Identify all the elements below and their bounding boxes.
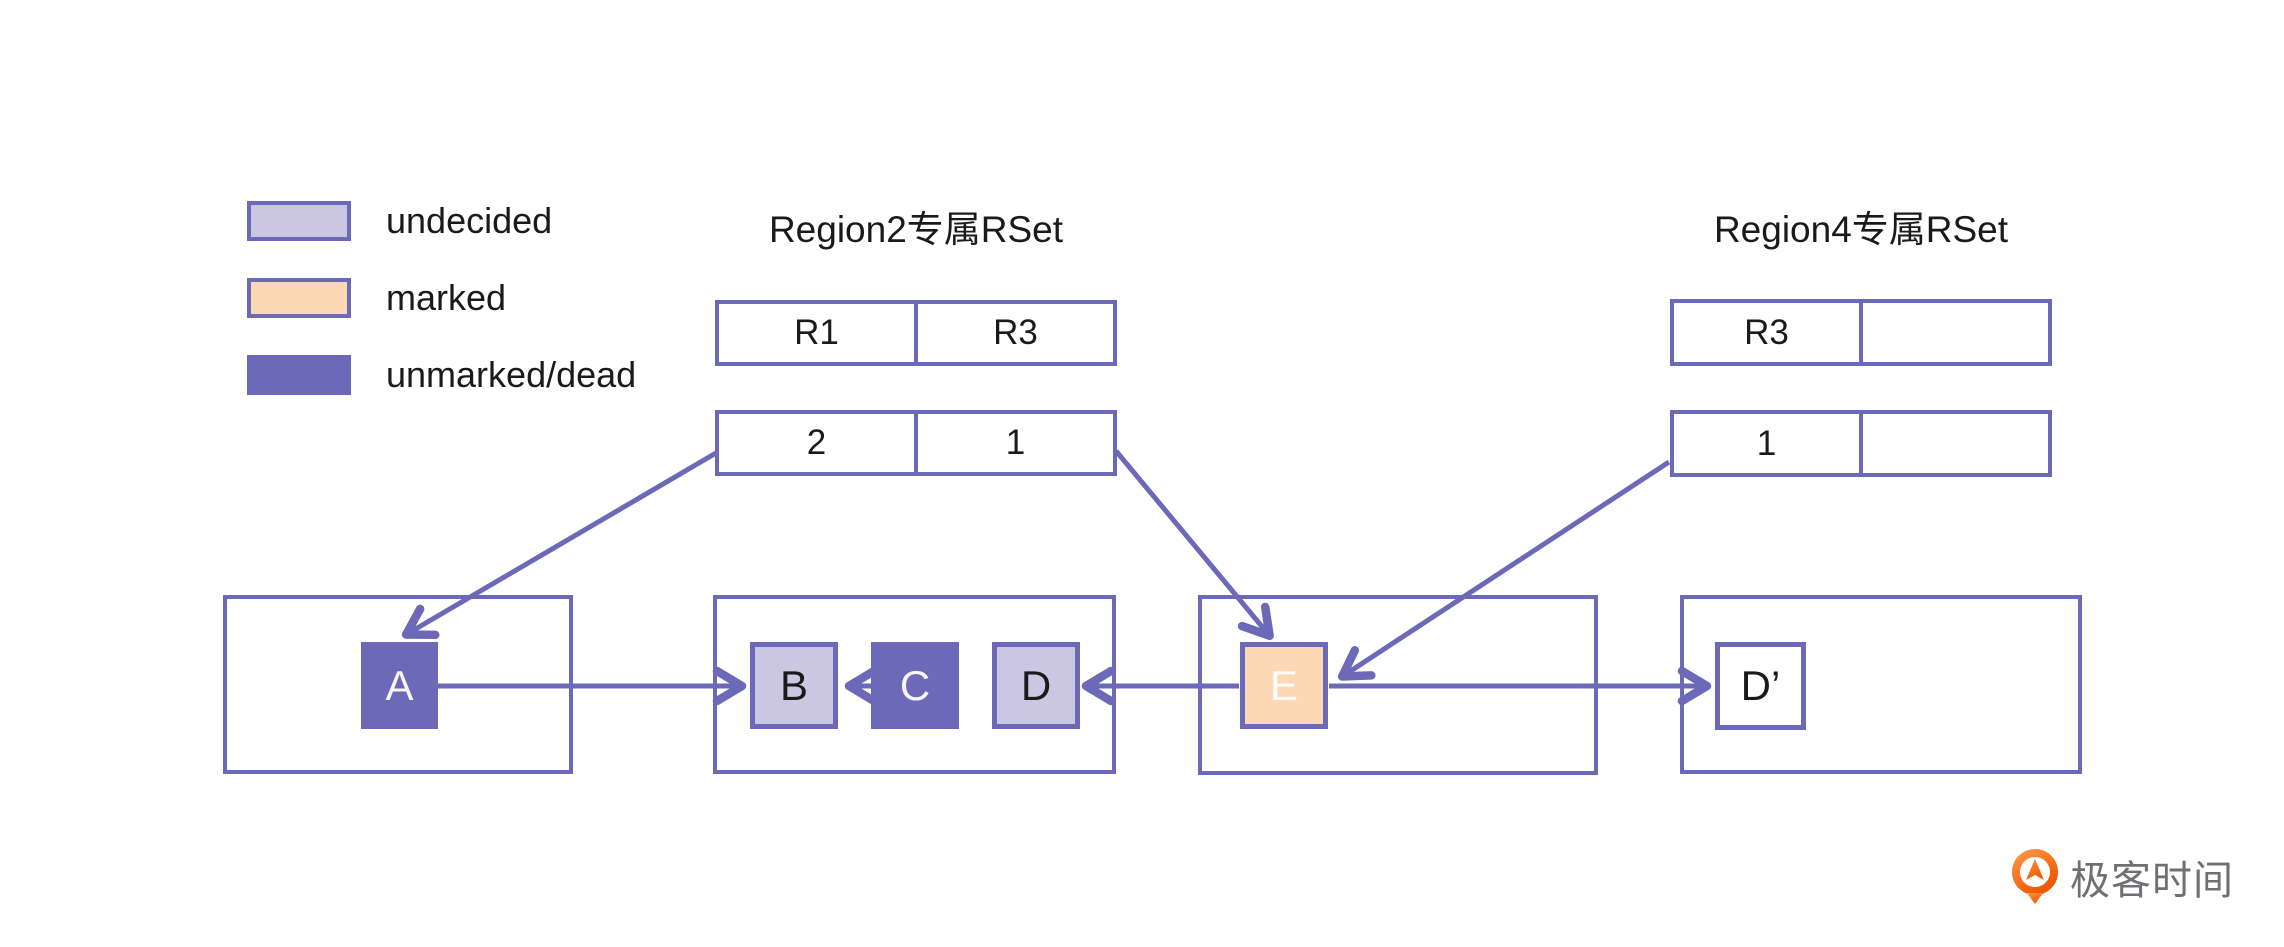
node-a: A — [361, 642, 438, 729]
rset4-title: Region4专属RSet — [1713, 209, 2009, 250]
legend-label-marked: marked — [386, 277, 507, 318]
legend-label-unmarked-dead: unmarked/dead — [386, 354, 637, 395]
rset2-title: Region2专属RSet — [768, 209, 1064, 250]
rset2-card-cell-2: 1 — [1005, 423, 1026, 462]
rset2-region-row: R1 R3 — [715, 300, 1117, 366]
rset4-region-cell-empty — [1863, 303, 2048, 362]
geektime-logo-text: 极客时间 — [2070, 859, 2234, 903]
rset4-region-cell-r3: R3 — [1744, 312, 1789, 352]
rset2-region-cell-r1: R1 — [794, 313, 839, 352]
node-d: D — [992, 642, 1080, 729]
rset4-card-cell-empty — [1863, 414, 2048, 473]
node-c: C — [871, 642, 959, 729]
node-e: E — [1240, 642, 1328, 729]
geektime-logo-icon — [2012, 849, 2058, 904]
cell-divider — [1859, 414, 1863, 473]
legend-label-undecided: undecided — [386, 200, 553, 241]
rset2-card-cell-1: 2 — [806, 423, 827, 462]
geektime-logo: 极客时间 — [2010, 848, 2234, 906]
rset4-region-row: R3 — [1670, 299, 2052, 366]
rset4-card-row: 1 — [1670, 410, 2052, 477]
cell-divider — [914, 414, 918, 472]
rset2-region-cell-r3: R3 — [993, 313, 1038, 352]
cell-divider — [1859, 303, 1863, 362]
node-dprime: D’ — [1715, 642, 1806, 730]
legend-swatch-undecided — [247, 201, 351, 241]
node-b: B — [750, 642, 838, 729]
rset4-card-cell-1: 1 — [1756, 423, 1777, 463]
legend-swatch-unmarked-dead — [247, 355, 351, 395]
cell-divider — [914, 304, 918, 362]
legend-swatch-marked — [247, 278, 351, 318]
rset2-card-row: 2 1 — [715, 410, 1117, 476]
